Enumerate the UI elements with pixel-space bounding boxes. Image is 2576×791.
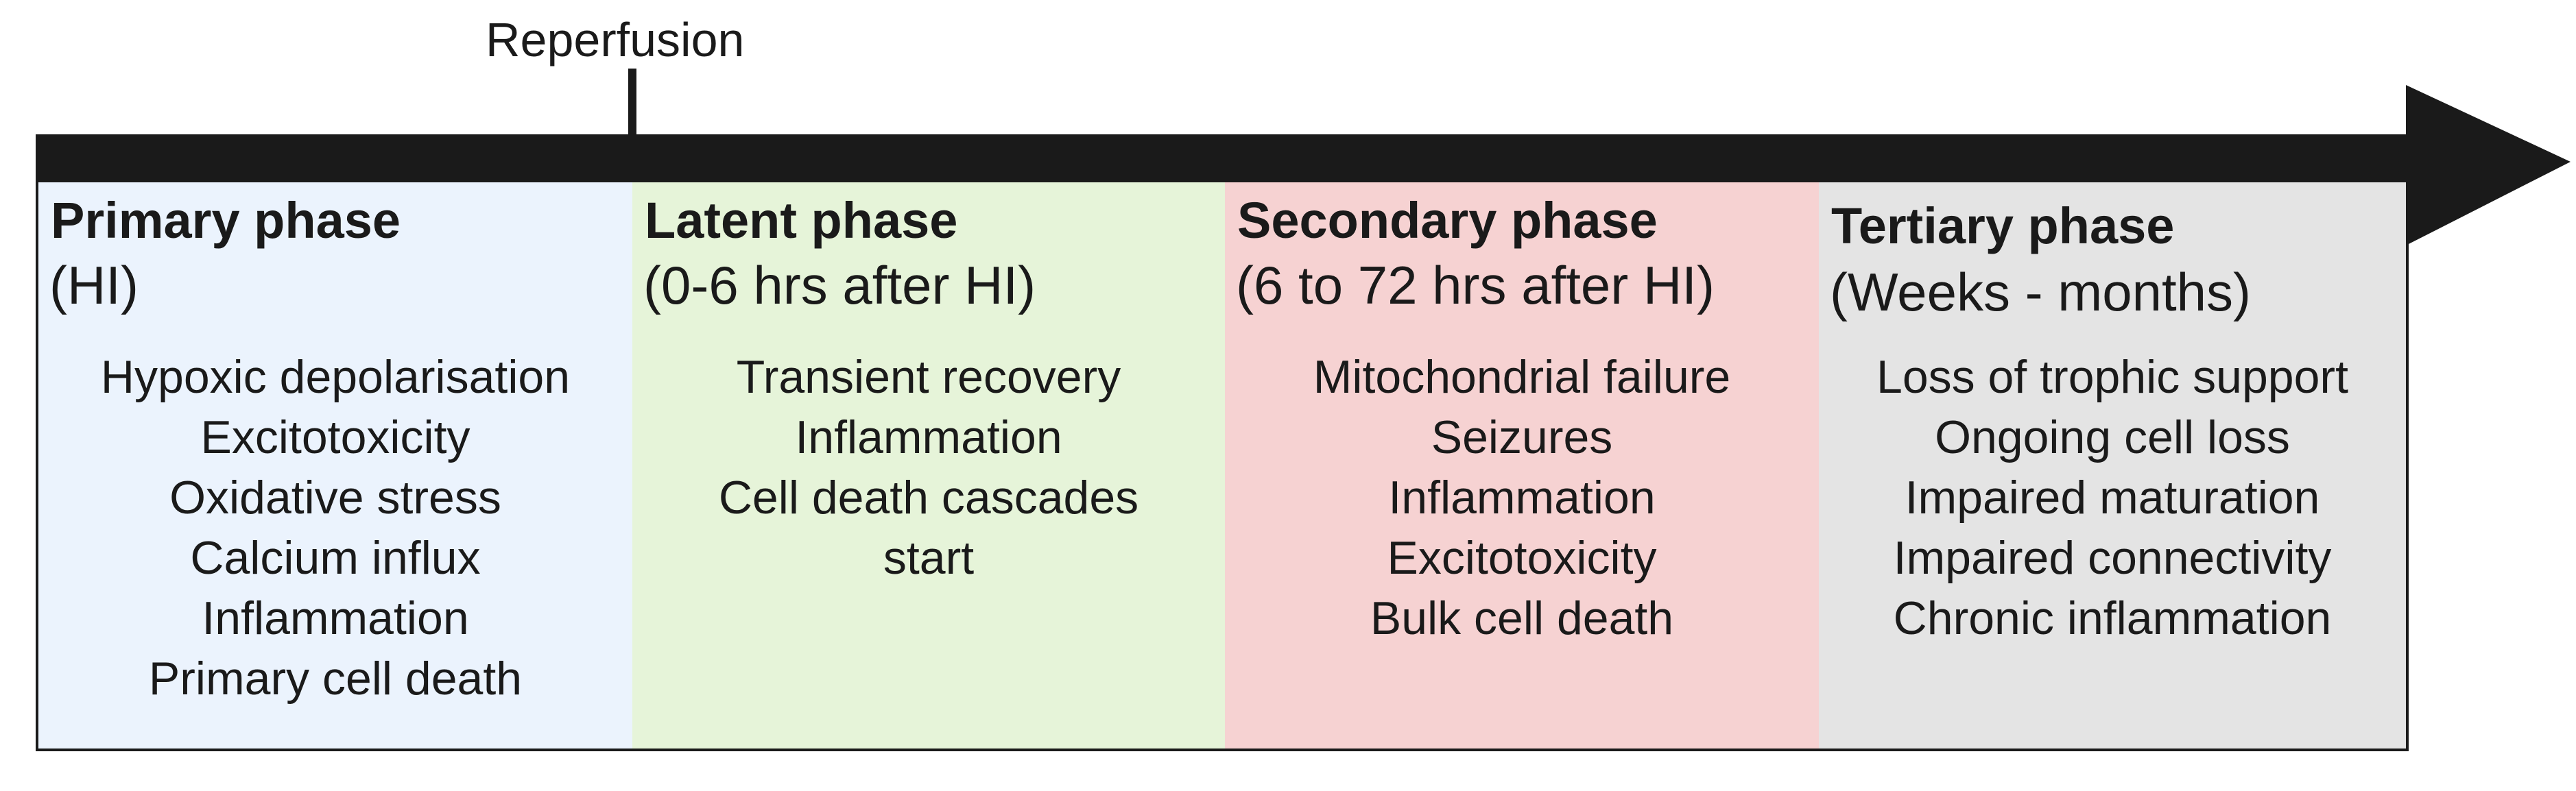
reperfusion-label: Reperfusion bbox=[486, 13, 745, 66]
phase-event: Bulk cell death bbox=[1370, 592, 1674, 644]
phase-title: Primary phase bbox=[51, 192, 401, 249]
phase-primary: Primary phase (HI) Hypoxic depolarisatio… bbox=[38, 182, 632, 749]
phase-event: Inflammation bbox=[795, 411, 1062, 463]
phase-event: Calcium influx bbox=[190, 532, 481, 584]
phase-event: start bbox=[883, 532, 975, 584]
phase-event-list: Loss of trophic support Ongoing cell los… bbox=[1819, 347, 2406, 648]
phase-event: Inflammation bbox=[1388, 472, 1656, 524]
phase-event: Primary cell death bbox=[148, 653, 523, 705]
phase-event: Ongoing cell loss bbox=[1935, 411, 2290, 463]
phase-title: Tertiary phase bbox=[1831, 197, 2175, 254]
phase-subtitle: (Weeks - months) bbox=[1830, 262, 2252, 322]
reperfusion-marker-tick bbox=[628, 69, 636, 144]
phase-latent: Latent phase (0-6 hrs after HI) Transien… bbox=[632, 182, 1225, 749]
phase-event: Loss of trophic support bbox=[1876, 351, 2348, 403]
phase-subtitle: (0-6 hrs after HI) bbox=[643, 255, 1036, 315]
phase-event: Seizures bbox=[1431, 411, 1613, 463]
phase-event: Oxidative stress bbox=[169, 472, 501, 524]
phase-event-list: Transient recovery Inflammation Cell dea… bbox=[632, 347, 1225, 588]
timeline-arrowhead bbox=[2406, 85, 2571, 245]
phase-event: Impaired connectivity bbox=[1893, 532, 2332, 584]
phase-event: Chronic inflammation bbox=[1893, 592, 2332, 644]
phase-event: Excitotoxicity bbox=[200, 411, 470, 463]
phase-event: Excitotoxicity bbox=[1387, 532, 1657, 584]
phase-event-list: Mitochondrial failure Seizures Inflammat… bbox=[1225, 347, 1819, 648]
phase-subtitle: (6 to 72 hrs after HI) bbox=[1236, 255, 1715, 315]
phase-title: Secondary phase bbox=[1237, 192, 1658, 249]
phase-tertiary: Tertiary phase (Weeks - months) Loss of … bbox=[1819, 182, 2406, 749]
phase-event: Hypoxic depolarisation bbox=[100, 351, 571, 403]
phase-event: Transient recovery bbox=[736, 351, 1121, 403]
phase-event-list: Hypoxic depolarisation Excitotoxicity Ox… bbox=[38, 347, 632, 709]
phase-subtitle: (HI) bbox=[49, 255, 139, 315]
phase-event: Mitochondrial failure bbox=[1313, 351, 1731, 403]
phase-event: Inflammation bbox=[202, 592, 469, 644]
phase-title: Latent phase bbox=[645, 192, 958, 249]
phase-event: Impaired maturation bbox=[1905, 472, 2320, 524]
phase-event: Cell death cascades bbox=[718, 472, 1139, 524]
phase-secondary: Secondary phase (6 to 72 hrs after HI) M… bbox=[1225, 182, 1819, 749]
timeline-arrow-shaft bbox=[36, 134, 2413, 182]
